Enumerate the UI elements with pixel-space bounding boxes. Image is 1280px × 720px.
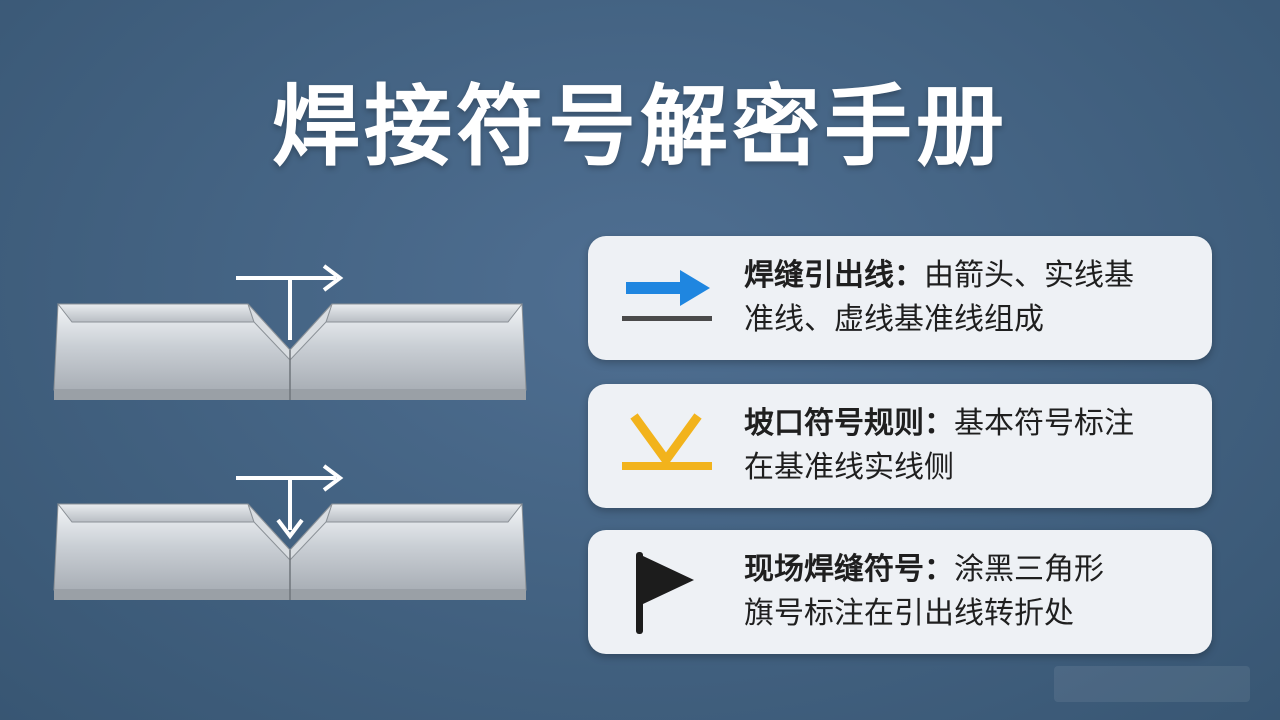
card-leader-line-text: 焊缝引出线：由箭头、实线基 准线、虚线基准线组成 bbox=[744, 254, 1194, 342]
v-groove-symbol-icon bbox=[616, 404, 716, 488]
card-leader-line-desc-2: 准线、虚线基准线组成 bbox=[744, 302, 1044, 337]
card-leader-line-desc-1: 由箭头、实线基 bbox=[924, 258, 1134, 293]
watermark bbox=[1054, 666, 1250, 702]
card-field-weld-desc-2: 旗号标注在引出线转折处 bbox=[744, 596, 1074, 631]
card-field-weld: 现场焊缝符号：涂黑三角形 旗号标注在引出线转折处 bbox=[588, 530, 1212, 654]
card-leader-line: 焊缝引出线：由箭头、实线基 准线、虚线基准线组成 bbox=[588, 236, 1212, 360]
weld-joint-diagram-bottom bbox=[40, 462, 540, 622]
card-groove-rule-heading: 坡口符号规则： bbox=[744, 406, 954, 441]
card-groove-rule-desc-1: 基本符号标注 bbox=[954, 406, 1134, 441]
weld-joint-diagram-top bbox=[40, 262, 540, 422]
page-title: 焊接符号解密手册 bbox=[271, 75, 1008, 178]
card-groove-rule: 坡口符号规则：基本符号标注 在基准线实线侧 bbox=[588, 384, 1212, 508]
card-leader-line-heading: 焊缝引出线： bbox=[744, 258, 924, 293]
arrow-reference-line-icon bbox=[616, 256, 716, 340]
weld-joint-svg-top bbox=[53, 264, 527, 400]
weld-joint-svg-bottom bbox=[53, 464, 527, 600]
card-field-weld-text: 现场焊缝符号：涂黑三角形 旗号标注在引出线转折处 bbox=[744, 548, 1194, 636]
card-groove-rule-desc-2: 在基准线实线侧 bbox=[744, 450, 954, 485]
card-groove-rule-text: 坡口符号规则：基本符号标注 在基准线实线侧 bbox=[744, 402, 1194, 490]
field-weld-flag-icon bbox=[616, 550, 716, 634]
card-field-weld-desc-1: 涂黑三角形 bbox=[954, 552, 1104, 587]
card-field-weld-heading: 现场焊缝符号： bbox=[744, 552, 954, 587]
